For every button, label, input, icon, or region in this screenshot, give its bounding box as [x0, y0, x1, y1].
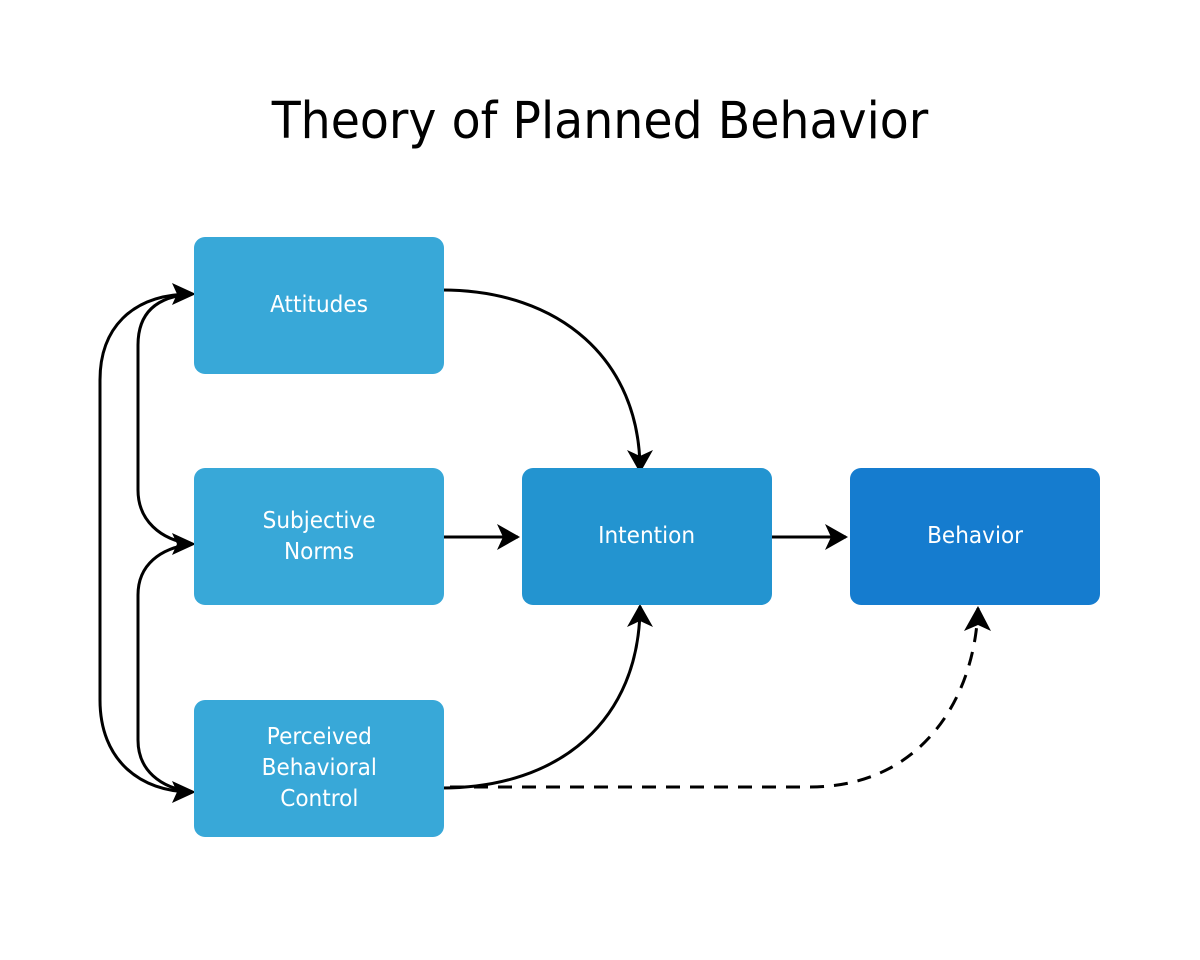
node-subjective-norms-label: Subjective Norms: [262, 507, 376, 565]
edge-pbc-to-behavior-dashed: [450, 607, 980, 789]
node-attitudes-label: Attitudes: [270, 292, 368, 318]
node-perceived-behavioral-control-label: Perceived Behavioral Control: [261, 724, 377, 812]
node-behavior-label: Behavior: [926, 523, 1023, 549]
edge-pbc-to-intention: [441, 605, 642, 790]
diagram-title: Theory of Planned Behavior: [271, 92, 929, 151]
node-behavior: Behavior: [850, 468, 1100, 605]
arrowhead-into-intention-top: [627, 450, 653, 473]
edge-attitudes-to-intention: [441, 288, 642, 471]
arrowhead-into-attitudes: [172, 283, 196, 305]
arrowhead-into-pbc: [172, 781, 196, 803]
arrowhead-into-subjective-norms: [172, 533, 196, 555]
arrowhead-into-intention-left: [497, 524, 520, 550]
arrowhead-into-behavior-bottom: [964, 606, 991, 631]
node-subjective-norms: Subjective Norms: [194, 468, 444, 605]
node-attitudes: Attitudes: [194, 237, 444, 374]
arrowhead-into-behavior-left: [825, 524, 848, 550]
node-intention: Intention: [522, 468, 772, 605]
node-perceived-behavioral-control: Perceived Behavioral Control: [194, 700, 444, 837]
arrowhead-into-intention-bottom: [627, 604, 653, 627]
edge-subjective-norms-pbc: [136, 542, 193, 794]
node-intention-label: Intention: [598, 523, 696, 549]
edge-attitudes-pbc-outer: [98, 292, 193, 794]
edge-attitudes-subjective-norms: [136, 292, 193, 546]
